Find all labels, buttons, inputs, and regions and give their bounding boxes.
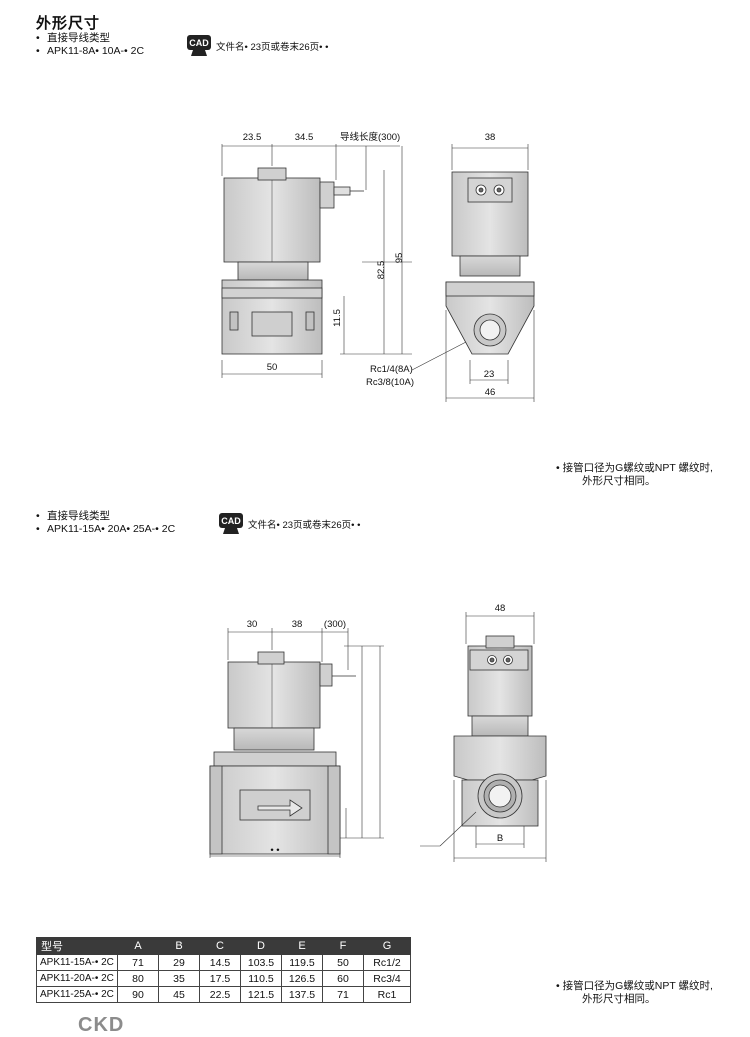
valve-front-view-small (221, 167, 364, 355)
section2-note: • 接管口径为G螺纹或NPT 螺纹时, 外形尺寸相同。 (556, 980, 713, 1005)
header-e: E (281, 937, 323, 955)
table-header-row: 型号 A B C D E F G (36, 937, 411, 955)
section2-cad-link[interactable]: CAD 文件名• 23页或卷末26页• • (218, 512, 360, 536)
header-d: D (240, 937, 282, 955)
header-g: G (363, 937, 411, 955)
header-f: F (322, 937, 364, 955)
dim-46: 46 (485, 387, 496, 398)
cad-file-text: 文件名• 23页或卷末26页• • (248, 520, 361, 531)
dim-width-placeholder: • • (270, 845, 279, 856)
header-c: C (199, 937, 241, 955)
section1-type: 直接导线类型 (47, 32, 110, 44)
header-model: 型号 (36, 937, 118, 955)
dim-50: 50 (267, 362, 278, 373)
dim-30: 30 (247, 619, 258, 630)
ckd-logo: CKD (78, 1014, 125, 1036)
header-b: B (158, 937, 200, 955)
dim-11-5: 11.5 (332, 309, 343, 327)
dim-23-5: 23.5 (243, 132, 262, 143)
page-title: 外形尺寸 (36, 15, 101, 32)
dim-b: B (497, 833, 503, 844)
section1-note: • 接管口径为G螺纹或NPT 螺纹时, 外形尺寸相同。 (556, 462, 713, 487)
port-label-8a: Rc1/4(8A) (370, 364, 413, 375)
port-label-10a: Rc3/8(10A) (366, 377, 414, 388)
cad-file-text: 文件名• 23页或卷末26页• • (216, 42, 329, 53)
side-dimensions-2 (420, 612, 547, 862)
svg-text:CAD: CAD (221, 516, 241, 526)
cad-icon: CAD (187, 35, 211, 56)
dim-38-front: 38 (292, 619, 303, 630)
front-dimensions-1 (221, 144, 412, 378)
dim-23: 23 (484, 369, 495, 380)
section1-header: •直接导线类型 •APK11-8A• 10A-• 2C (36, 32, 145, 57)
dim-38: 38 (485, 132, 496, 143)
header-a: A (117, 937, 159, 955)
front-dimensions-2 (209, 628, 384, 858)
side-dimensions-1 (445, 144, 535, 402)
section2-type: 直接导线类型 (47, 510, 110, 522)
svg-text:CAD: CAD (189, 38, 209, 48)
section1-cad-link[interactable]: CAD 文件名• 23页或卷末26页• • (186, 34, 328, 58)
section2-models: APK11-15A• 20A• 25A-• 2C (47, 523, 176, 535)
dim-95: 95 (394, 253, 405, 264)
dim-lead-300: (300) (324, 619, 346, 630)
section2-header: •直接导线类型 •APK11-15A• 20A• 25A-• 2C (36, 510, 176, 535)
dim-82-5: 82.5 (376, 261, 387, 280)
valve-side-view-small (445, 171, 535, 355)
dim-48: 48 (495, 603, 506, 614)
cad-icon: CAD (219, 513, 243, 534)
valve-front-view-large (209, 651, 356, 855)
dim-lead-length: 导线长度(300) (340, 131, 400, 143)
valve-side-view-large (453, 635, 547, 827)
section1-models: APK11-8A• 10A-• 2C (47, 45, 145, 57)
dim-34-5: 34.5 (295, 132, 314, 143)
